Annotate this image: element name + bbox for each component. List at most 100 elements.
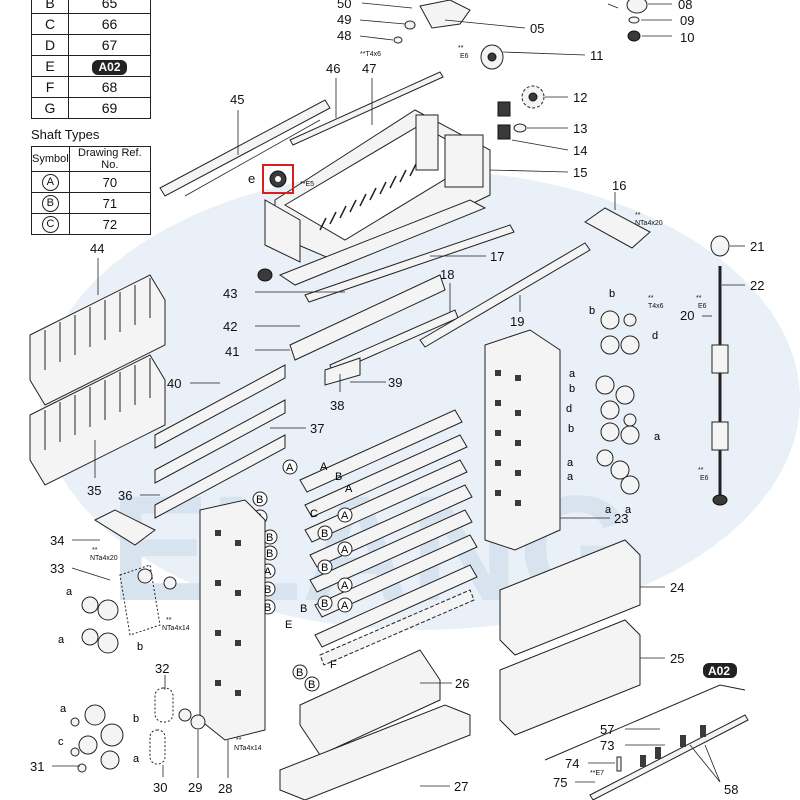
gear-letter: b: [589, 305, 595, 317]
part-05: 05: [419, 0, 544, 36]
part-number: 15: [573, 165, 587, 180]
part-22: 22 ** E6 ** E6: [696, 266, 764, 506]
part-number: 39: [388, 375, 402, 390]
fastener-note: NTa4x20: [635, 220, 663, 227]
part-35: 35: [29, 354, 166, 498]
part-number: 23: [614, 511, 628, 526]
fastener-note: **T4x6: [360, 51, 381, 58]
part-39: 39: [324, 357, 402, 390]
shaft-marker: A: [264, 566, 272, 578]
gear-letter: a: [567, 457, 574, 469]
part-number: 16: [612, 178, 626, 193]
fastener-note: **: [92, 547, 98, 554]
part-13: 13: [513, 121, 587, 136]
part-number: 31: [30, 759, 44, 774]
part-09: 09: [607, 3, 694, 28]
part-36: 36: [118, 434, 286, 519]
shaft-marker: B: [308, 679, 315, 691]
part-44: 44: [29, 241, 166, 406]
part-30: 30: [149, 729, 167, 795]
fastener-note: T4x6: [648, 303, 664, 310]
part-number: 35: [87, 483, 101, 498]
part-number: 11: [590, 48, 604, 63]
part-33: 33: [50, 561, 161, 636]
part-number: 26: [455, 676, 469, 691]
part-number: 42: [223, 319, 237, 334]
fastener-note: **: [458, 45, 464, 52]
fastener-note: NTa4x14: [234, 745, 262, 752]
part-number: 05: [530, 21, 544, 36]
roller-letters: A B A C E B F: [285, 461, 353, 671]
fastener-note: **: [236, 737, 242, 744]
shaft-marker: B: [296, 667, 303, 679]
part-number: 17: [490, 249, 504, 264]
part-24: 24: [499, 539, 684, 656]
part-number: 75: [553, 775, 567, 790]
part-49: 49: [337, 12, 416, 30]
roller-letter: A: [320, 461, 328, 473]
part-31: 31: [30, 759, 80, 774]
part-19: 19: [419, 242, 591, 348]
part-28: 28 ** NTa4x14 ** NTa4x14: [162, 499, 266, 796]
part-number: 21: [750, 239, 764, 254]
a02-badge: A02: [544, 663, 746, 761]
part-75: 75 **E7: [553, 770, 604, 790]
part-number: 10: [680, 30, 694, 45]
part-number: 25: [670, 651, 684, 666]
part-number: 12: [573, 90, 587, 105]
part-number: 08: [678, 0, 692, 12]
gear-letter: b: [137, 641, 143, 653]
gear-letter: a: [654, 431, 661, 443]
highlight-letter: e: [248, 171, 255, 186]
gear-letter: a: [60, 703, 67, 715]
part-37: 37: [154, 399, 324, 484]
badge-text: A02: [708, 664, 730, 678]
fastener-note: **: [166, 617, 172, 624]
part-number: 41: [225, 344, 239, 359]
fastener-note: E6: [698, 303, 707, 310]
shaft-marker: A: [286, 462, 294, 474]
part-16: 16 ** NTa4x20: [584, 178, 663, 249]
part-number: 49: [337, 12, 351, 27]
part-number: 58: [724, 782, 738, 797]
part-10: 10: [627, 30, 694, 45]
part-number: 45: [230, 92, 244, 107]
fastener-note: **: [698, 467, 704, 474]
part-40: 40: [154, 364, 286, 449]
part-number: 74: [565, 756, 579, 771]
part-27: 27: [279, 704, 471, 800]
roller-letter: E: [285, 619, 292, 631]
part-number: 30: [153, 780, 167, 795]
part-number: 57: [600, 722, 614, 737]
gear-letter: d: [652, 330, 658, 342]
shaft-marker: A: [341, 600, 349, 612]
part-46: 46: [289, 61, 444, 146]
part-42: 42: [223, 319, 300, 334]
part-58: 58: [689, 744, 738, 797]
part-number: 33: [50, 561, 64, 576]
fastener-note: **: [635, 212, 641, 219]
part-15: 15: [489, 165, 587, 180]
part-17: 17: [304, 224, 515, 303]
fastener-note: NTa4x14: [162, 625, 190, 632]
part-29: 29: [178, 708, 206, 795]
gear-letter: a: [569, 368, 576, 380]
gear-letter: d: [566, 403, 572, 415]
part-number: 73: [600, 738, 614, 753]
part-number: 46: [326, 61, 340, 76]
gear-letter: b: [133, 713, 139, 725]
part-number: 27: [454, 779, 468, 794]
shaft-marker: A: [341, 580, 349, 592]
part-12: 12: [521, 85, 587, 109]
part-45: 45: [159, 92, 331, 197]
part-34: 34 ** NTa4x20: [50, 509, 156, 562]
part-47: 47: [362, 61, 376, 125]
shaft-marker: B: [266, 548, 273, 560]
part-41: 41: [225, 274, 446, 361]
part-number: 22: [750, 278, 764, 293]
part-number: 20: [680, 308, 694, 323]
part-number: 32: [155, 661, 169, 676]
part-number: 13: [573, 121, 587, 136]
part-number: 34: [50, 533, 64, 548]
